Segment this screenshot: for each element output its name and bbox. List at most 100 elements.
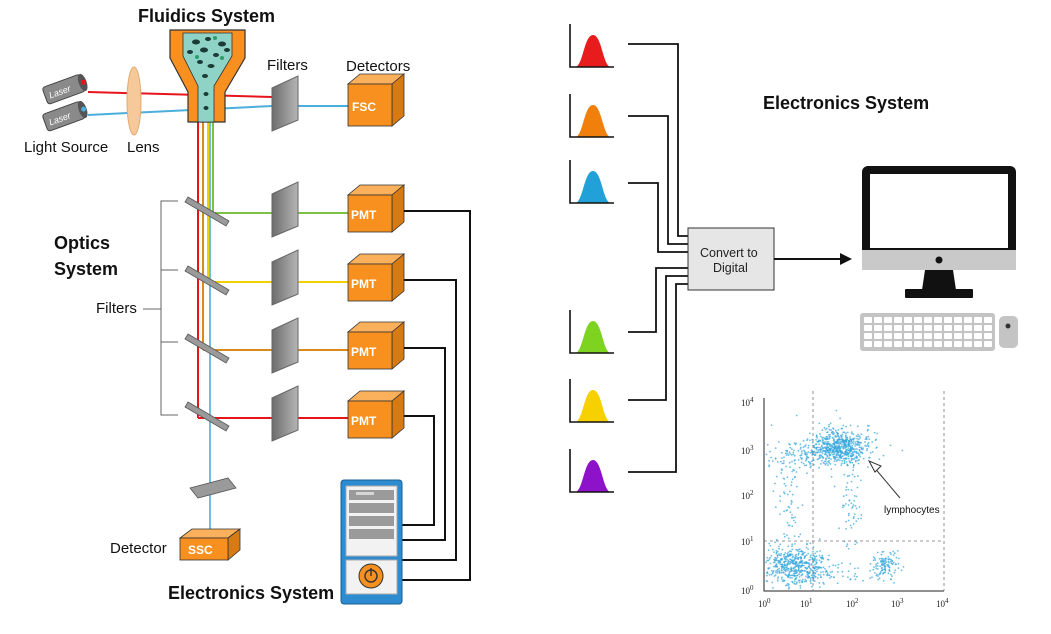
scatter-point bbox=[795, 572, 797, 575]
scatter-point bbox=[847, 547, 850, 550]
scatter-point bbox=[878, 557, 881, 560]
scatter-point bbox=[837, 429, 840, 431]
scatter-point bbox=[791, 553, 794, 556]
scatter-point bbox=[790, 448, 793, 450]
scatter-point bbox=[809, 462, 812, 465]
scatter-point bbox=[781, 580, 784, 583]
scatter-point bbox=[770, 569, 773, 572]
scatter-point bbox=[789, 560, 791, 563]
scatter-point bbox=[822, 442, 825, 445]
scatter-point bbox=[792, 517, 794, 519]
scatter-point bbox=[800, 446, 802, 449]
scatter-point bbox=[793, 574, 796, 576]
scatter-point bbox=[794, 557, 797, 560]
scatter-point bbox=[836, 445, 838, 447]
scatter-point bbox=[860, 514, 863, 516]
scatter-point bbox=[807, 572, 810, 575]
scatter-point bbox=[782, 571, 785, 574]
scatter-point bbox=[829, 571, 832, 574]
scatter-point bbox=[849, 524, 852, 527]
scatter-point bbox=[817, 567, 820, 570]
scatter-point bbox=[876, 568, 879, 570]
scatter-point bbox=[773, 551, 775, 553]
scatter-point bbox=[814, 552, 816, 555]
scatter-point bbox=[825, 437, 827, 440]
scatter-point bbox=[792, 570, 795, 572]
scatter-point bbox=[810, 554, 812, 557]
keyboard-key bbox=[884, 325, 892, 331]
scatter-point bbox=[776, 570, 779, 572]
scatter-point bbox=[801, 578, 804, 581]
scatter-point bbox=[850, 442, 852, 445]
scatter-point bbox=[795, 564, 798, 567]
scatter-point bbox=[841, 459, 843, 462]
scatter-point bbox=[836, 582, 839, 585]
scatter-point bbox=[858, 506, 861, 508]
scatter-point bbox=[786, 452, 789, 455]
scatter-point bbox=[782, 566, 785, 568]
scatter-point bbox=[894, 569, 897, 572]
scatter-point bbox=[842, 431, 845, 434]
scatter-point bbox=[788, 506, 791, 509]
keyboard-key bbox=[924, 341, 932, 347]
scatter-point bbox=[859, 442, 862, 444]
scatter-point bbox=[807, 548, 809, 550]
scatter-point bbox=[827, 443, 829, 446]
keyboard-key bbox=[944, 333, 952, 339]
scatter-point bbox=[819, 447, 822, 450]
scatter-point bbox=[798, 576, 801, 578]
scatter-point bbox=[781, 548, 784, 551]
scatter-point bbox=[795, 471, 798, 473]
scatter-point bbox=[856, 575, 858, 578]
scatter-point bbox=[784, 573, 787, 576]
scatter-point bbox=[786, 449, 788, 452]
scatter-point bbox=[776, 461, 779, 463]
scatter-point bbox=[890, 558, 892, 561]
scatter-point bbox=[849, 578, 852, 581]
scatter-point bbox=[835, 460, 838, 462]
scatter-point bbox=[815, 448, 818, 451]
scatter-point bbox=[801, 504, 804, 506]
scatter-point bbox=[888, 570, 891, 572]
scatter-point bbox=[858, 454, 860, 457]
convert-label-2: Digital bbox=[713, 261, 748, 275]
scatter-point bbox=[873, 566, 875, 568]
scatter-point bbox=[829, 433, 831, 436]
scatter-point bbox=[788, 586, 791, 589]
scatter-point bbox=[884, 571, 887, 574]
scatter-point bbox=[841, 437, 844, 440]
keyboard-key bbox=[954, 341, 962, 347]
keyboard-key bbox=[934, 333, 942, 339]
scatter-point bbox=[845, 520, 848, 523]
scatter-point bbox=[799, 456, 802, 459]
scatter-point bbox=[771, 460, 774, 462]
scatter-point bbox=[850, 440, 853, 443]
scatter-point bbox=[820, 444, 823, 447]
scatter-point bbox=[777, 441, 780, 443]
scatter-point bbox=[824, 441, 826, 443]
scatter-point bbox=[819, 566, 821, 569]
scatter-point bbox=[798, 556, 800, 559]
scatter-point bbox=[803, 564, 805, 567]
scatter-point bbox=[837, 449, 839, 452]
scatter-point bbox=[845, 432, 847, 435]
scatter-point bbox=[774, 574, 777, 577]
scatter-point bbox=[810, 582, 812, 585]
scatter-point bbox=[882, 550, 885, 553]
scatter-point bbox=[801, 452, 803, 454]
scatter-point bbox=[768, 542, 771, 545]
scatter-point bbox=[809, 556, 812, 558]
scatter-point bbox=[783, 555, 785, 558]
scatter-point bbox=[784, 570, 787, 572]
scatter-point bbox=[783, 456, 785, 459]
scatter-point bbox=[875, 563, 877, 566]
light-source-label: Light Source bbox=[24, 139, 108, 156]
scatter-point bbox=[820, 561, 822, 564]
scatter-point bbox=[839, 451, 842, 453]
scatter-point bbox=[785, 509, 788, 512]
scatter-point bbox=[807, 460, 810, 463]
scatter-point bbox=[842, 424, 845, 427]
scatter-point bbox=[857, 452, 859, 455]
scatter-point bbox=[780, 571, 783, 574]
peak-icon-orange bbox=[569, 94, 614, 138]
